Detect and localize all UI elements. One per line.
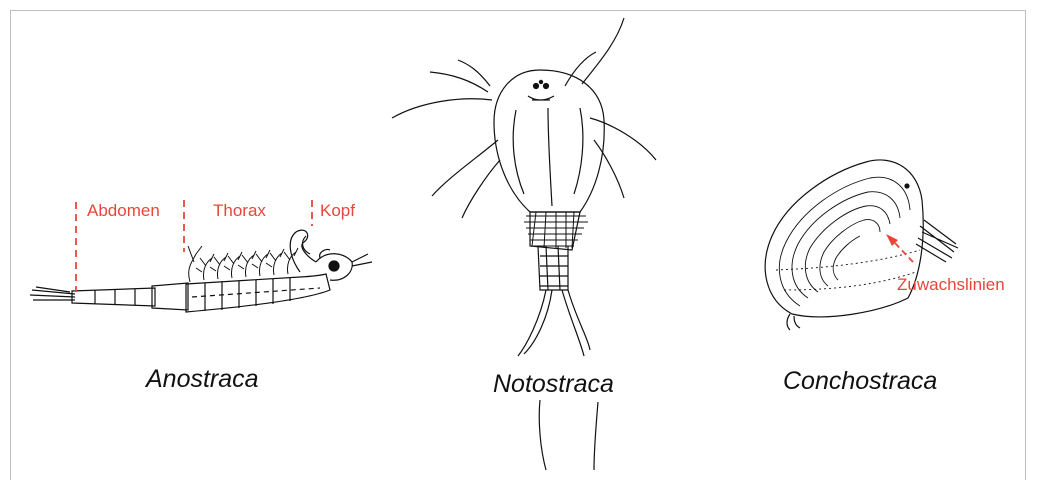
abdomen-label: Abdomen	[87, 202, 160, 219]
conchostraca-drawing	[765, 160, 958, 330]
anostraca-drawing	[30, 230, 372, 312]
notostraca-title: Notostraca	[493, 372, 614, 397]
growth-lines-label: Zuwachslinien	[897, 276, 1005, 293]
notostraca-drawing	[392, 18, 656, 470]
conchostraca-title: Conchostraca	[783, 369, 937, 394]
head-label: Kopf	[320, 202, 355, 219]
thorax-label: Thorax	[213, 202, 266, 219]
anostraca-title: Anostraca	[146, 367, 259, 392]
growth-lines-arrow	[886, 234, 913, 262]
